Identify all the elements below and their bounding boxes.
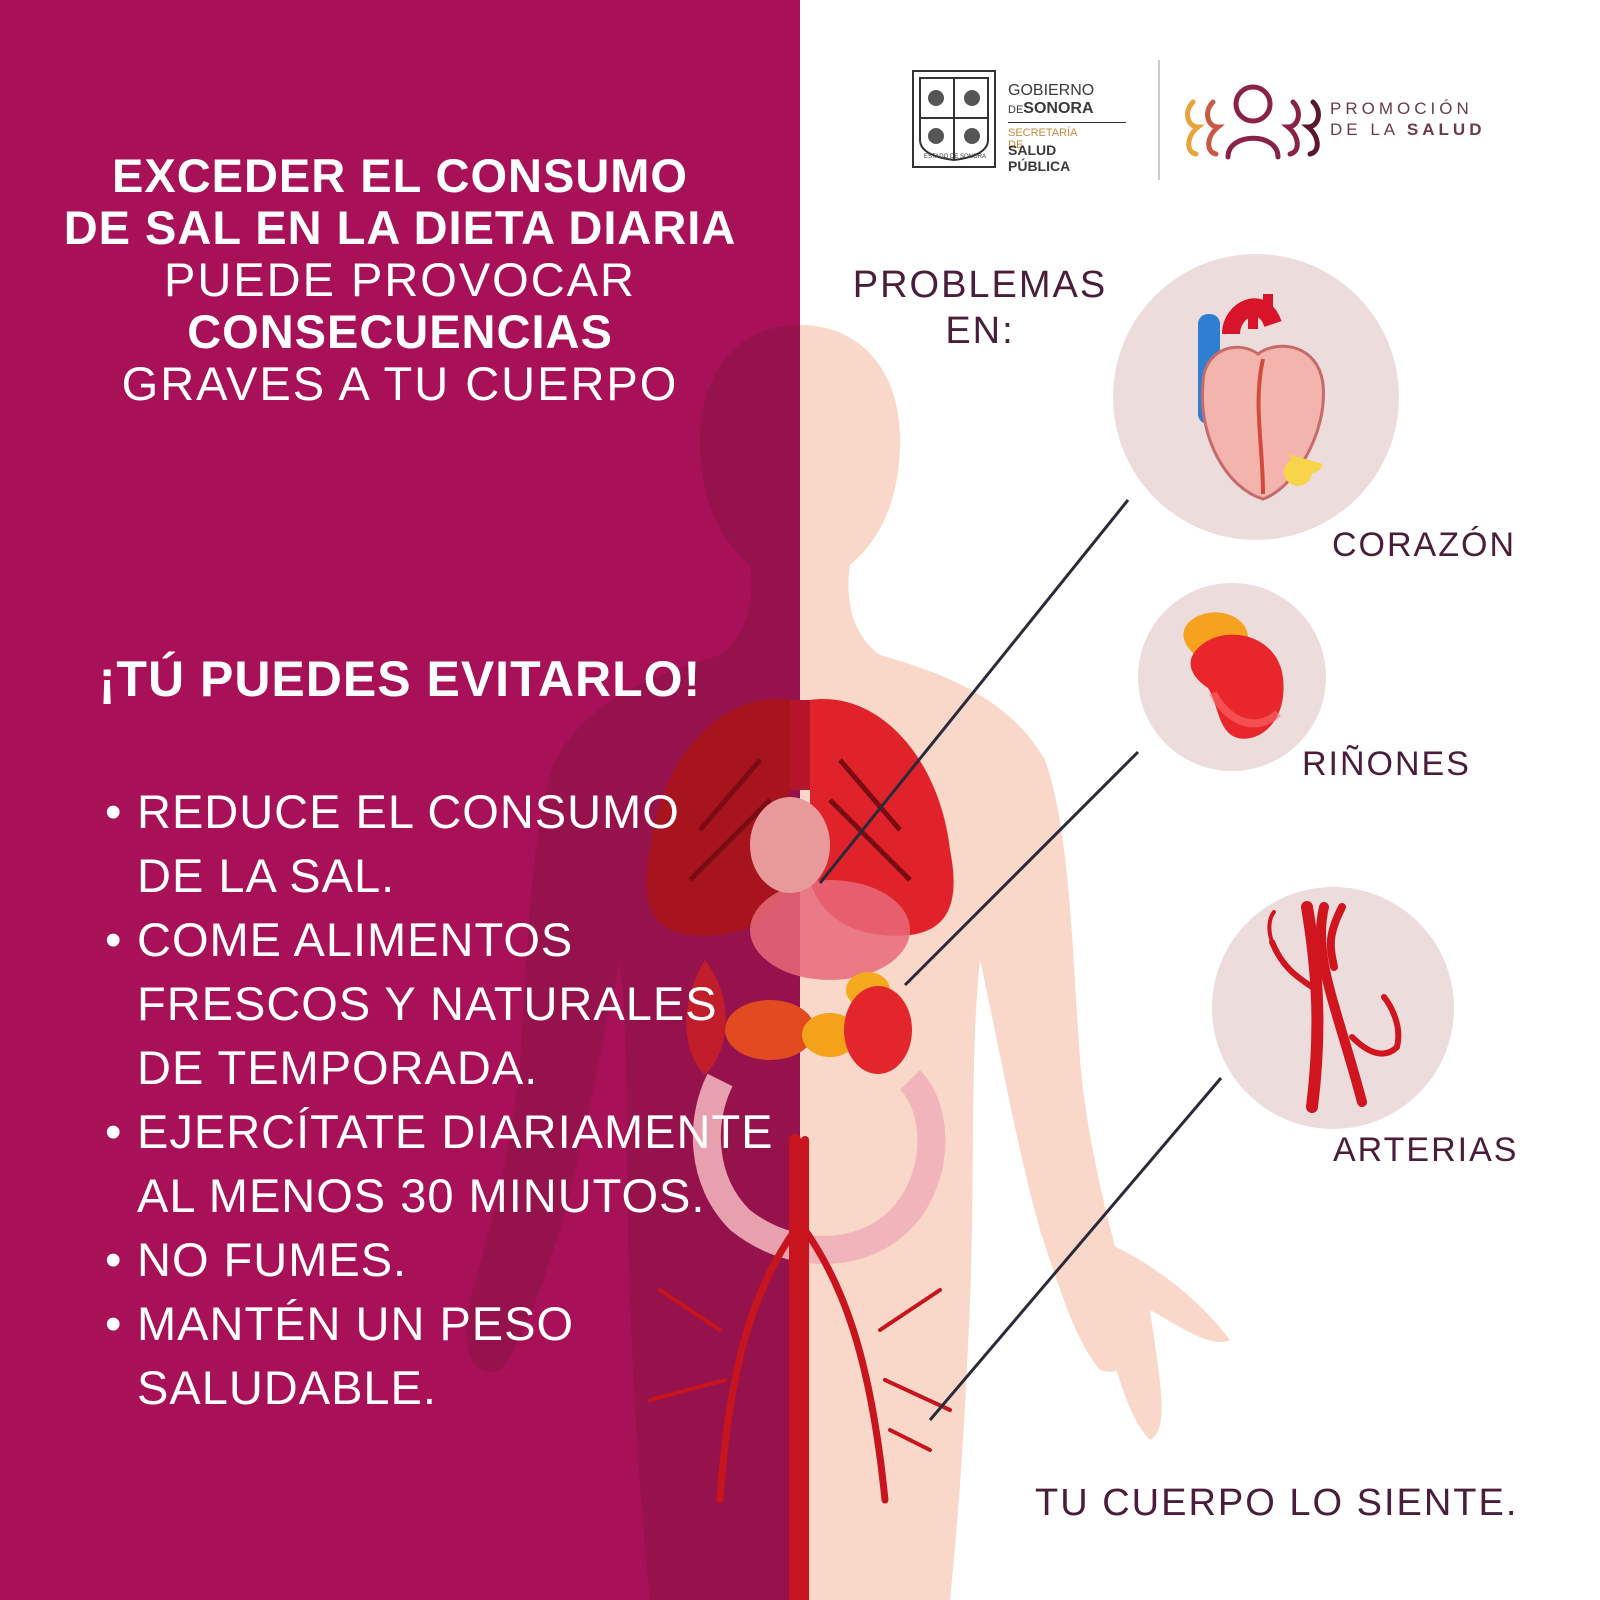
logo-sonora-line: DESONORA: [1008, 100, 1094, 117]
footer-tagline: TU CUERPO LO SIENTE.: [1035, 1482, 1519, 1524]
pointer-lines: [818, 499, 1223, 1421]
logo-separator: [1158, 60, 1160, 180]
promo-line-1: PROMOCIÓN: [1330, 99, 1473, 118]
heart-circle: [1113, 254, 1399, 540]
body-right-half: [800, 325, 1230, 1600]
arteries-circle: [1212, 887, 1454, 1129]
problemas-line-1: PROBLEMAS: [852, 264, 1108, 306]
promocion-salud-logo-text: PROMOCIÓN DE LA SALUD: [1330, 98, 1485, 140]
problemas-heading: PROBLEMAS EN:: [850, 262, 1110, 354]
gobierno-sonora-logo: ESTADO DE SONORA GOBIERNO DESONORA SECRE…: [912, 70, 1126, 174]
pancreas-illustration: [802, 1013, 858, 1057]
headline-line-3: PUEDE PROVOCAR: [164, 253, 636, 306]
logo-divider-line: [1008, 122, 1126, 123]
kidney-circle: [1138, 583, 1326, 771]
headline: EXCEDER EL CONSUMO DE SAL EN LA DIETA DI…: [20, 150, 780, 410]
logo-gobierno-line: GOBIERNO: [1008, 82, 1095, 99]
kidney-icon: [1183, 612, 1284, 739]
promocion-salud-people-icon: [1185, 84, 1321, 160]
state-seal-icon: [912, 70, 996, 168]
problemas-line-2: EN:: [945, 310, 1015, 352]
logo-secretaria-line: SECRETARÍA DE: [1008, 127, 1077, 151]
tip-item: NO FUMES.: [105, 1228, 805, 1292]
organ-label-kidneys: RIÑONES: [1302, 745, 1471, 783]
heart-icon: [1198, 294, 1325, 501]
kidney-right-illustration: [844, 986, 912, 1074]
organ-label-heart: CORAZÓN: [1332, 526, 1516, 564]
headline-line-2: DE SAL EN LA DIETA DIARIA: [63, 201, 737, 254]
seal-caption: ESTADO DE SONORA: [924, 154, 986, 160]
headline-line-5: GRAVES A TU CUERPO: [121, 357, 679, 410]
headline-line-4: CONSECUENCIAS: [187, 305, 613, 358]
artery-icon: [1267, 901, 1402, 1113]
call-to-action: ¡TÚ PUEDES EVITARLO!: [98, 651, 702, 707]
logo-salud-line: SALUD PÚBLICA: [1008, 142, 1071, 174]
promo-line-2: DE LA SALUD: [1330, 120, 1486, 139]
headline-line-1: EXCEDER EL CONSUMO: [112, 149, 688, 202]
organ-label-arteries: ARTERIAS: [1333, 1131, 1519, 1169]
